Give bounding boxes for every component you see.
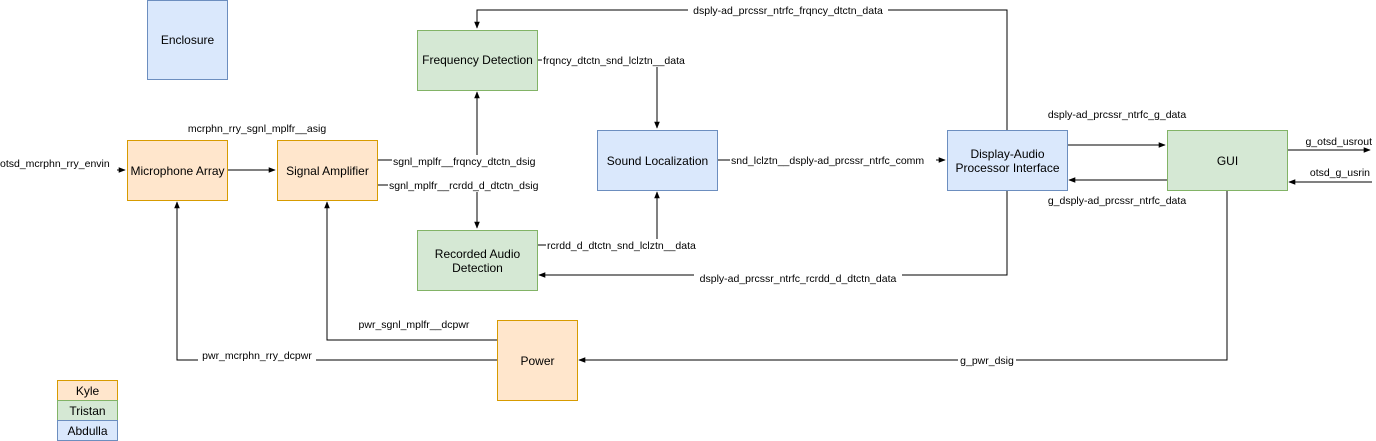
edge-label-loc-to-dapi: snd_lclztn__dsply-ad_prcssr_ntrfc_comm	[730, 154, 936, 167]
svg-text:Processor Interface: Processor Interface	[955, 161, 1059, 175]
edge-label-top-feedback: dsply-ad_prcssr_ntrfc_frqncy_dtctn_data	[688, 4, 888, 17]
edge-label-dapi-to-gui: dsply-ad_prcssr_ntrfc_g_data	[1048, 109, 1186, 121]
edge-label-freq-to-loc: frqncy_dtctn_snd_lclztn__data	[542, 54, 710, 67]
svg-text:pwr_mcrphn_rry_dcpwr: pwr_mcrphn_rry_dcpwr	[202, 350, 312, 362]
node-gui: GUI	[1167, 130, 1288, 191]
svg-text:Tristan: Tristan	[69, 404, 105, 418]
svg-text:frqncy_dtctn_snd_lclztn__data: frqncy_dtctn_snd_lclztn__data	[543, 55, 685, 67]
edge-label-mic-to-amp: mcrphn_rry_sgnl_mplfr__asig	[188, 123, 326, 135]
edge-dapi-to-frequency	[474, 9, 1008, 130]
svg-text:sgnl_mplfr__frqncy_dtctn_dsig: sgnl_mplfr__frqncy_dtctn_dsig	[393, 156, 536, 168]
svg-text:Abdulla: Abdulla	[67, 424, 107, 438]
edge-label-amp-to-freq: sgnl_mplfr__frqncy_dtctn_dsig	[392, 155, 544, 168]
edge-gui-to-power	[578, 190, 1228, 363]
node-signal-amplifier: Signal Amplifier	[277, 140, 378, 201]
edge-power-to-amplifier	[324, 201, 497, 341]
svg-text:Enclosure: Enclosure	[161, 33, 215, 47]
edge-power-to-microphone	[174, 201, 497, 361]
node-display-audio-processor-interface: Display-Audio Processor Interface	[947, 130, 1068, 191]
edge-label-rec-to-loc: rcrdd_d_dtctn_snd_lclztn__data	[546, 239, 704, 252]
edge-label-power-to-mic: pwr_mcrphn_rry_dcpwr	[198, 349, 316, 362]
svg-text:Kyle: Kyle	[76, 384, 100, 398]
svg-text:Frequency Detection: Frequency Detection	[422, 53, 533, 67]
svg-text:Display-Audio: Display-Audio	[970, 147, 1044, 161]
svg-text:Recorded Audio: Recorded Audio	[435, 247, 521, 261]
edge-label-gui-out: g_otsd_usrout	[1305, 136, 1372, 148]
edge-recorded-to-localization	[537, 191, 660, 246]
legend: Kyle Tristan Abdulla	[57, 380, 118, 441]
edge-label-gui-in: otsd_g_usrin	[1310, 167, 1370, 179]
svg-text:Power: Power	[520, 354, 554, 368]
node-sound-localization: Sound Localization	[597, 130, 718, 191]
node-enclosure: Enclosure	[147, 0, 228, 80]
svg-text:snd_lclztn__dsply-ad_prcssr_nt: snd_lclztn__dsply-ad_prcssr_ntrfc_comm	[731, 155, 924, 167]
edge-dapi-to-recorded	[538, 190, 1008, 278]
edge-amplifier-to-frequency	[377, 91, 480, 161]
edge-label-dapi-to-rec: dsply-ad_prcssr_ntrfc_rcrdd_d_dtctn_data	[694, 272, 902, 285]
node-microphone-array: Microphone Array	[127, 140, 228, 201]
node-frequency-detection: Frequency Detection	[417, 30, 538, 91]
edge-label-gui-to-power: g_pwr_dsig	[958, 354, 1016, 367]
svg-text:dsply-ad_prcssr_ntrfc_rcrdd_d_: dsply-ad_prcssr_ntrfc_rcrdd_d_dtctn_data	[700, 273, 897, 285]
edge-frequency-to-localization	[537, 59, 660, 129]
legend-item-abdulla: Abdulla	[57, 420, 118, 441]
svg-text:dsply-ad_prcssr_ntrfc_frqncy_d: dsply-ad_prcssr_ntrfc_frqncy_dtctn_data	[693, 5, 883, 17]
edge-label-power-to-amp: pwr_sgnl_mplfr__dcpwr	[359, 319, 470, 331]
svg-text:rcrdd_d_dtctn_snd_lclztn__data: rcrdd_d_dtctn_snd_lclztn__data	[547, 240, 696, 252]
node-recorded-audio-detection: Recorded Audio Detection	[417, 230, 538, 291]
svg-text:Signal Amplifier: Signal Amplifier	[286, 164, 369, 178]
legend-item-kyle: Kyle	[57, 380, 118, 401]
edge-label-env-to-mic: otsd_mcrphn_rry_envin	[0, 158, 110, 170]
svg-text:Microphone Array: Microphone Array	[130, 164, 224, 178]
svg-text:sgnl_mplfr__rcrdd_d_dtctn_dsig: sgnl_mplfr__rcrdd_d_dtctn_dsig	[389, 180, 539, 192]
node-power: Power	[497, 320, 578, 401]
svg-text:Sound Localization: Sound Localization	[607, 154, 708, 168]
svg-text:Detection: Detection	[452, 261, 503, 275]
edge-label-amp-to-rec: sgnl_mplfr__rcrdd_d_dtctn_dsig	[388, 179, 548, 192]
legend-item-tristan: Tristan	[57, 400, 118, 421]
svg-text:g_pwr_dsig: g_pwr_dsig	[960, 355, 1014, 367]
edge-label-gui-to-dapi: g_dsply-ad_prcssr_ntrfc_data	[1048, 195, 1186, 207]
svg-text:GUI: GUI	[1217, 154, 1238, 168]
